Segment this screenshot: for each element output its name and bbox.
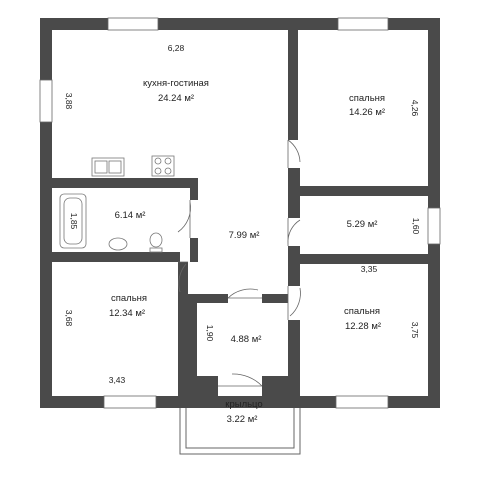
bedroom-top-right-height: 4,26	[410, 100, 420, 117]
wall-bath-bottom	[52, 252, 180, 262]
bedroom-bottom-right-name: спальня	[344, 306, 380, 317]
stove-burner	[164, 167, 172, 175]
bedroom-top-right-area: 14.26 м²	[349, 107, 385, 118]
bedroom-bottom-left-height: 3,68	[64, 310, 74, 327]
stove-burner	[164, 157, 172, 165]
wall-central-bottom	[288, 320, 300, 396]
kitchen-living-height: 3,88	[64, 93, 74, 110]
kitchen-living-area: 24.24 м²	[158, 93, 194, 104]
stove-burner	[154, 167, 162, 175]
washbasin	[108, 237, 128, 251]
bedroom-bottom-left-width: 3,43	[109, 375, 126, 385]
wall-storage-top	[300, 186, 428, 196]
bedroom-bottom-left-name: спальня	[111, 293, 147, 304]
window-left-kitchen	[39, 79, 53, 123]
bedroom-bottom-right-area: 12.28 м²	[345, 321, 381, 332]
bathroom-height: 1,85	[69, 213, 79, 230]
door-hall-bedroom-right	[287, 286, 301, 320]
porch-outline	[179, 408, 301, 455]
window-right-storage	[427, 207, 441, 245]
stove-burner	[154, 157, 162, 165]
storage-height: 1,60	[411, 218, 421, 235]
window-bottom-right	[335, 395, 389, 409]
storage-area: 5.29 м²	[347, 219, 378, 230]
wall-bedroom-left-right	[178, 262, 188, 396]
wall-vestibule-top-right	[262, 294, 288, 303]
hall-area: 7.99 м²	[229, 230, 260, 241]
wall-kitchen-bath	[52, 178, 198, 188]
wall-vestibule-bottom-left	[188, 376, 218, 396]
bathroom-area: 6.14 м²	[115, 210, 146, 221]
vestibule-height: 1,90	[205, 325, 215, 342]
door-bath	[177, 200, 191, 238]
wall-bath-right-top	[190, 178, 198, 200]
toilet-tank	[149, 247, 163, 253]
door-vestibule-bottom	[218, 373, 263, 387]
wall-vestibule-left	[188, 303, 197, 396]
wall-vestibule-bottom-right	[262, 376, 288, 396]
window-top-bedroom	[337, 17, 389, 31]
wall-vestibule-top-left	[188, 294, 228, 303]
storage-width: 3,35	[361, 264, 378, 274]
sink-bowl-left	[94, 160, 108, 174]
porch-name: крыльцо	[225, 399, 262, 410]
kitchen-living-name: кухня-гостиная	[143, 78, 209, 89]
porch-area: 3.22 м²	[227, 414, 258, 425]
toilet	[149, 232, 163, 248]
bedroom-top-right-name: спальня	[349, 93, 385, 104]
bedroom-bottom-right-height: 3,75	[410, 322, 420, 339]
wall-central-mid	[288, 168, 300, 218]
window-bottom-left	[103, 395, 157, 409]
wall-bath-right-bottom	[190, 238, 198, 262]
door-vestibule-top	[227, 288, 262, 299]
door-bedroom-left	[178, 261, 188, 293]
wall-central-top	[288, 30, 298, 140]
window-top-kitchen	[107, 17, 159, 31]
wall-central-lower	[288, 246, 300, 286]
bedroom-bottom-left-area: 12.34 м²	[109, 308, 145, 319]
door-hall-storage	[287, 218, 301, 246]
outer-wall-left	[40, 18, 52, 408]
kitchen-living-width: 6,28	[168, 43, 185, 53]
bathtub-inner	[63, 197, 83, 245]
sink-bowl-right	[108, 160, 122, 174]
wall-storage-bottom	[300, 254, 428, 264]
door-hall-kitchen	[287, 139, 301, 168]
vestibule-area: 4.88 м²	[231, 334, 262, 345]
